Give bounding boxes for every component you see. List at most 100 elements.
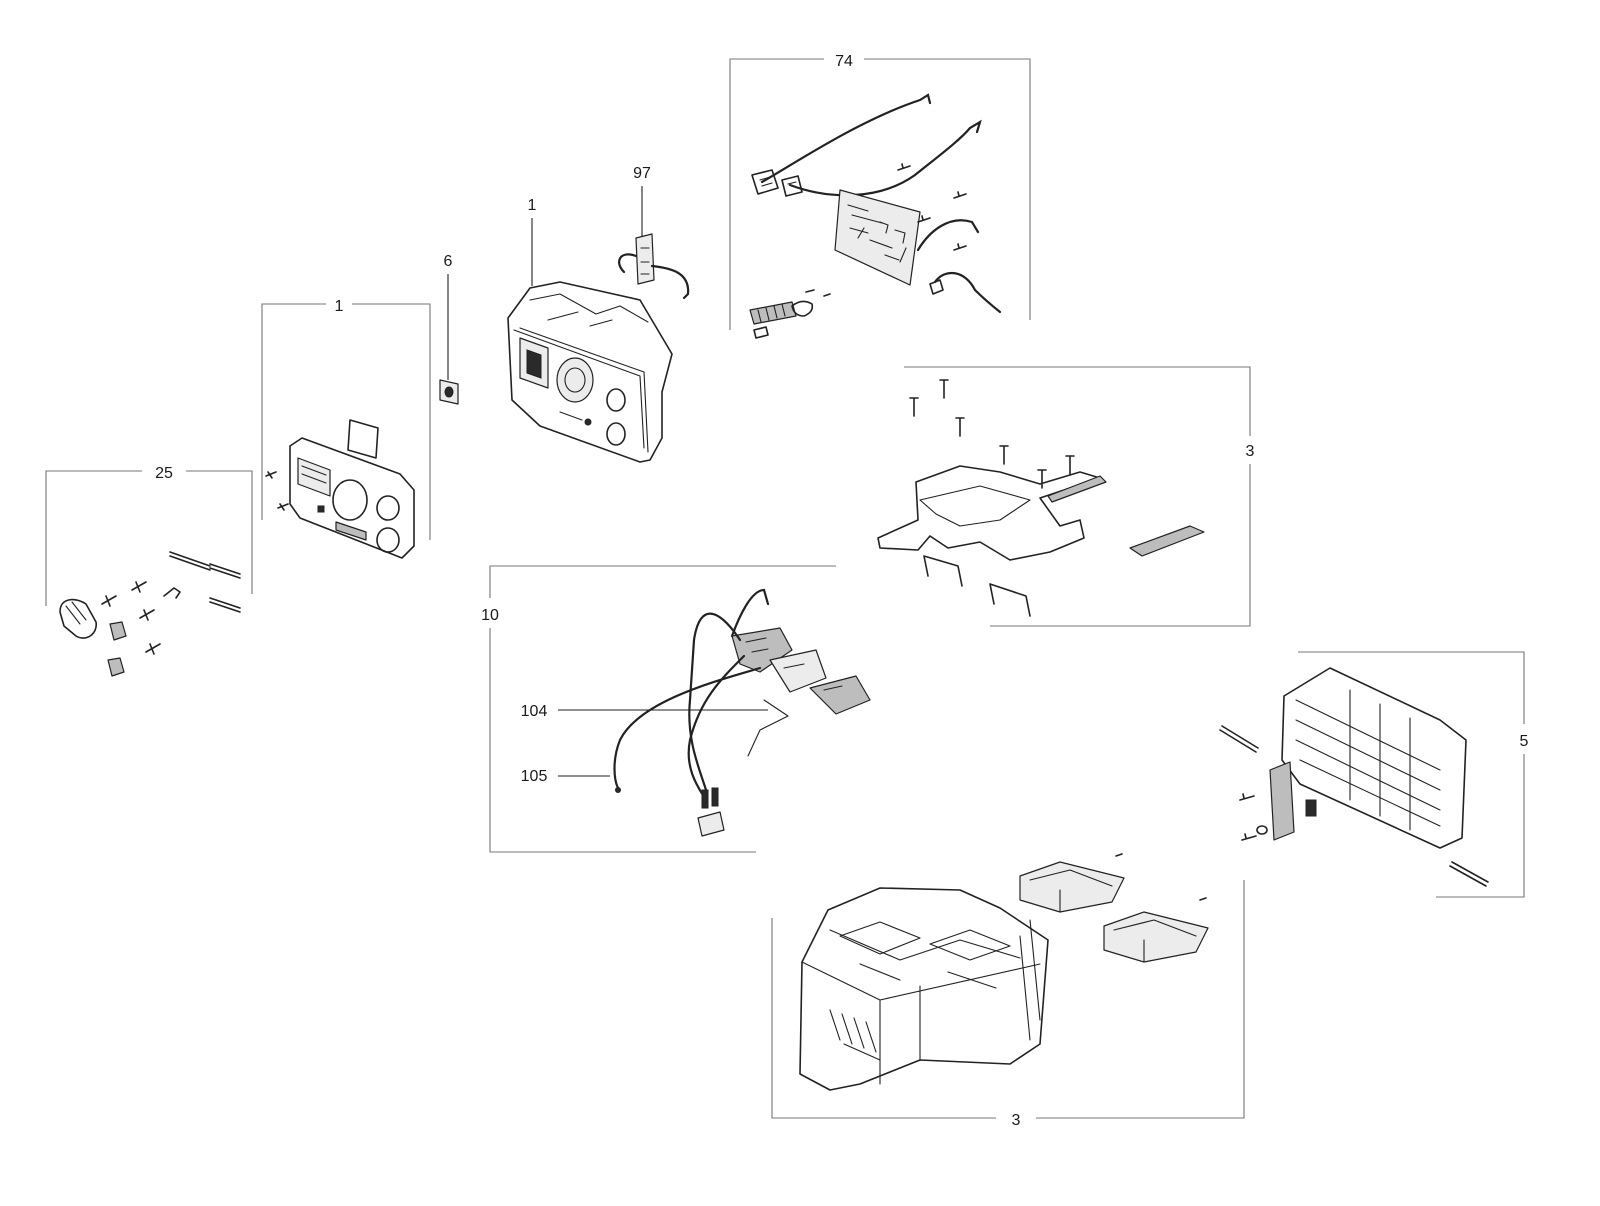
small-screw-a xyxy=(805,289,831,297)
side-panel-spring xyxy=(1305,799,1317,817)
knob-spring xyxy=(163,587,181,599)
front-panel-knob-ring-1 xyxy=(376,495,400,521)
callout-10: 10 xyxy=(481,607,499,624)
frame-outline xyxy=(877,465,1101,561)
part-3-frame: 3 xyxy=(877,366,1255,627)
front-panel-led xyxy=(317,505,325,513)
bracket-3-base xyxy=(771,880,1245,1119)
loom-wire-top xyxy=(730,588,770,638)
knob-shaft-4 xyxy=(145,643,161,655)
front-panel-label xyxy=(335,521,367,541)
callout-6: 6 xyxy=(444,253,453,270)
front-panel-cover xyxy=(347,419,379,459)
frame-screw-4 xyxy=(999,445,1009,465)
terminal-small xyxy=(753,326,769,339)
frame-handle xyxy=(1129,525,1205,557)
side-panel-pin-1 xyxy=(1219,725,1259,753)
bracket-25 xyxy=(45,470,253,606)
part-10-wiring-loom: 10 104 105 xyxy=(481,565,871,853)
loom-plug xyxy=(697,811,725,837)
callout-105: 105 xyxy=(521,768,548,785)
sensor-cable xyxy=(916,219,980,252)
base-compartments xyxy=(839,921,1011,989)
housing-ribs xyxy=(519,293,649,453)
loom-plug-pins xyxy=(701,787,719,809)
bracket-3-frame xyxy=(904,366,1251,627)
part-1-front-panel: 1 xyxy=(261,298,431,559)
callout-5: 5 xyxy=(1520,733,1529,750)
part-6-grommet: 6 xyxy=(439,253,459,405)
knob-large xyxy=(59,598,97,639)
part-25-knobs: 25 xyxy=(45,465,253,677)
bracket-10 xyxy=(489,565,836,853)
frame-screw-1 xyxy=(909,397,919,417)
knob-shaft-1 xyxy=(101,595,117,607)
loom-wire-1 xyxy=(688,612,742,792)
side-panel-screw-2 xyxy=(1241,833,1257,841)
housing-knob-hole-2 xyxy=(606,422,626,446)
connector-pins xyxy=(759,176,797,187)
knob-large-grip xyxy=(65,601,87,625)
callout-97: 97 xyxy=(633,165,651,182)
side-panel-washer xyxy=(1256,825,1268,835)
frame-inner xyxy=(919,485,1031,527)
bracket-5 xyxy=(1298,651,1525,898)
side-panel-ribs xyxy=(1295,689,1441,831)
loom-module-detail xyxy=(745,637,843,691)
housing-gauge-ring xyxy=(556,357,594,403)
housing-knob-hole-1 xyxy=(606,388,626,412)
side-panel-latch xyxy=(1269,761,1295,841)
switch-plate xyxy=(635,233,655,285)
callout-3-frame: 3 xyxy=(1246,443,1255,460)
housing-logo xyxy=(559,411,583,421)
frame-clip-2 xyxy=(989,583,1031,617)
frame-screw-3 xyxy=(955,417,965,437)
frame-clip-1 xyxy=(923,555,963,587)
loom-wire-2 xyxy=(687,654,746,802)
part-97-switch: 97 xyxy=(618,165,690,300)
front-panel-screw-1 xyxy=(265,471,277,479)
knob-shaft-2 xyxy=(131,581,147,593)
callout-74: 74 xyxy=(835,53,853,70)
frame-rail xyxy=(1047,475,1107,503)
housing-gauge-inner xyxy=(564,367,586,393)
front-panel-screw-2 xyxy=(277,503,289,511)
pcb-board xyxy=(834,189,921,286)
part-5-side-panel: 5 xyxy=(1219,651,1529,898)
front-panel-outline xyxy=(289,437,415,559)
pcb-screw-4 xyxy=(953,243,967,251)
bracket-1-front xyxy=(261,303,431,540)
light-pipe-3 xyxy=(209,597,241,613)
bracket-74 xyxy=(729,58,1031,330)
callout-1-housing: 1 xyxy=(528,197,537,214)
base-rail xyxy=(1019,919,1041,1041)
base-pad-2 xyxy=(1103,911,1209,963)
base-fins xyxy=(829,1009,881,1061)
frame-screw-6 xyxy=(1065,455,1075,475)
switch-plate-holes xyxy=(640,247,650,275)
loom-bar xyxy=(747,699,789,757)
callout-3-base: 3 xyxy=(1012,1112,1021,1129)
knob-small-2 xyxy=(107,657,125,677)
base-screw-2 xyxy=(1199,897,1207,901)
side-panel-pin-2 xyxy=(1449,861,1489,887)
terminal-strip xyxy=(749,301,797,325)
front-panel-knob-ring-2 xyxy=(376,527,400,553)
side-panel-screw-1 xyxy=(1239,793,1255,801)
wire-harness xyxy=(760,93,932,184)
base-pad-1 xyxy=(1019,861,1125,913)
loom-wire-end xyxy=(615,787,621,793)
terminal-strip-lines xyxy=(757,303,786,323)
base-screw-1 xyxy=(1115,853,1123,857)
pcb-screw-3 xyxy=(917,215,931,223)
housing-outline xyxy=(507,281,673,463)
base-pad-2-ridge xyxy=(1113,919,1197,963)
part-3-base: 3 xyxy=(771,853,1245,1129)
light-pipe-2 xyxy=(209,563,241,579)
pcb-screw-2 xyxy=(953,191,967,199)
callout-1-front: 1 xyxy=(335,298,344,315)
callout-25: 25 xyxy=(155,465,173,482)
grommet-hole xyxy=(444,386,454,398)
knob-small-1 xyxy=(109,621,127,641)
